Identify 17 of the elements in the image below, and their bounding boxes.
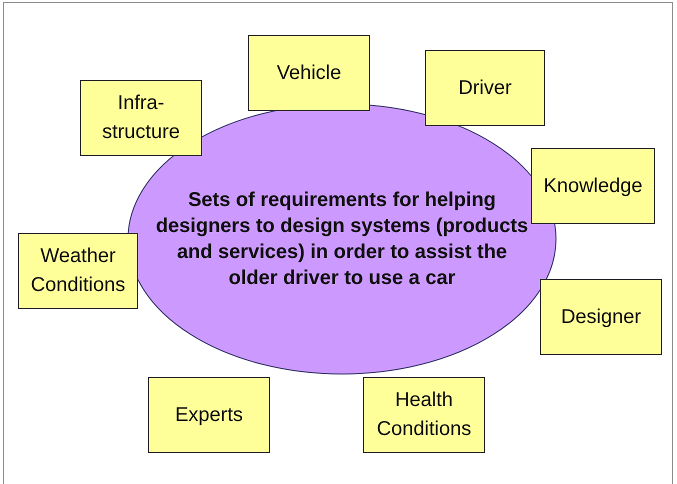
box-label: Health Conditions [376,388,472,442]
box-label: Knowledge [544,174,642,198]
box-label: Weather Conditions [30,244,126,298]
box-label: Driver [458,76,512,100]
center-text: Sets of requirements for helping designers to design systems (products and services) in order to assist the older driver to use a car [154,188,530,291]
note-box [363,377,485,453]
note-box [148,377,270,453]
box-label: Designer [560,304,642,330]
note-box [248,35,370,111]
box-label: Experts [175,402,243,428]
note-box [80,80,202,156]
box-label: Infra- structure [101,91,181,145]
note-box [425,50,545,126]
note-box [531,148,655,224]
note-box [18,233,138,309]
box-label: Vehicle [276,60,342,86]
note-box [540,279,662,355]
